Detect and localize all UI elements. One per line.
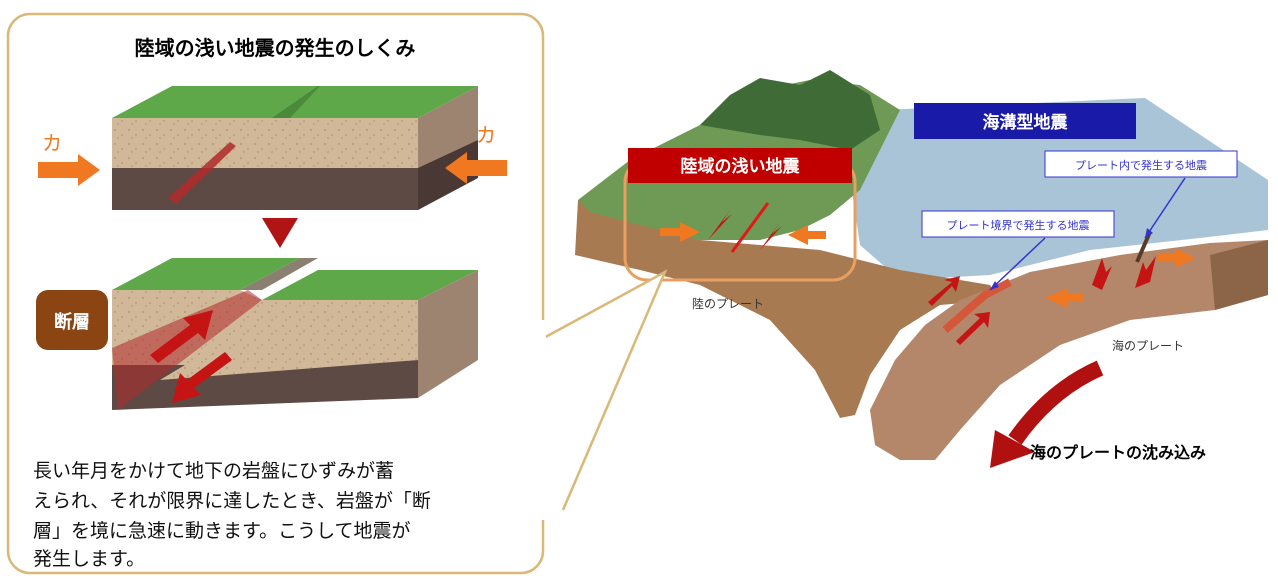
shallow-quake-label-box — [628, 148, 852, 183]
intraplate-label: プレート内で発生する地震 — [1075, 158, 1207, 172]
callout-title: 陸域の浅い地震の発生のしくみ — [135, 36, 416, 60]
interplate-label-box — [921, 210, 1115, 238]
mountain-ridge — [700, 70, 880, 150]
intraplate-pointer — [1144, 177, 1186, 239]
force-arrow-left — [38, 154, 100, 186]
subduction-arrow — [1008, 360, 1104, 445]
shallow-quake-label: 陸域の浅い地震 — [681, 156, 801, 177]
force-arrow-right-small — [788, 225, 826, 245]
force-label-left: カ — [42, 131, 62, 155]
intraplate-fault — [1135, 231, 1152, 263]
land-plate — [575, 200, 1000, 418]
interplate-arrow-up — [928, 276, 960, 306]
fault-arrow-up-small — [708, 210, 732, 240]
slip-arrow-down — [172, 352, 232, 403]
force-arrow-right — [445, 152, 507, 184]
trench-quake-label-box — [914, 103, 1136, 139]
trench-quake-label: 海溝型地震 — [983, 112, 1069, 133]
ocean-plate — [870, 240, 1268, 460]
callout-pointer — [539, 269, 668, 511]
ocean-drift-arrow — [1158, 248, 1195, 268]
pre-fault-crack — [168, 142, 236, 204]
interplate-pointer — [989, 237, 1046, 291]
description-line-2: えられ、それが限界に達したとき、岩盤が「断 — [33, 490, 431, 512]
intraplate-arrow-up — [1135, 256, 1156, 288]
transition-triangle — [262, 218, 298, 248]
intraplate-label-box — [1044, 150, 1238, 178]
plate-boundary-fault — [942, 278, 1012, 334]
force-arrow-left-small — [660, 222, 700, 242]
description-line-3: 層」を境に急速に動きます。こうして地震が — [33, 520, 411, 542]
interplate-arrow-down — [956, 312, 990, 345]
subduction-label: 海のプレートの沈み込み — [1030, 443, 1206, 462]
shallow-fault-line — [730, 202, 770, 253]
fault-arrow-down-small — [760, 222, 782, 250]
force-label-right: カ — [476, 123, 496, 147]
ocean-plate-front — [1210, 240, 1268, 310]
ocean-plate-label: 海のプレート — [1112, 338, 1184, 353]
ocean-push-arrow — [1045, 288, 1084, 308]
fault-badge-label: 断層 — [54, 311, 90, 333]
interplate-label: プレート境界で発生する地震 — [947, 218, 1090, 232]
land-plate-label: 陸のプレート — [692, 297, 764, 311]
description-line-4: 発生します。 — [33, 548, 145, 570]
intraplate-pointer-head — [1145, 228, 1153, 238]
fault-badge — [36, 290, 108, 350]
description-line-1: 長い年月をかけて地下の岩盤にひずみが蓄 — [33, 460, 394, 482]
fault-plane — [112, 290, 262, 410]
subduction-arrow-head — [990, 430, 1035, 468]
interplate-pointer-head — [990, 281, 999, 290]
intraplate-arrow-down — [1092, 258, 1112, 290]
slip-arrow-up — [150, 310, 213, 363]
block-before — [112, 86, 478, 210]
